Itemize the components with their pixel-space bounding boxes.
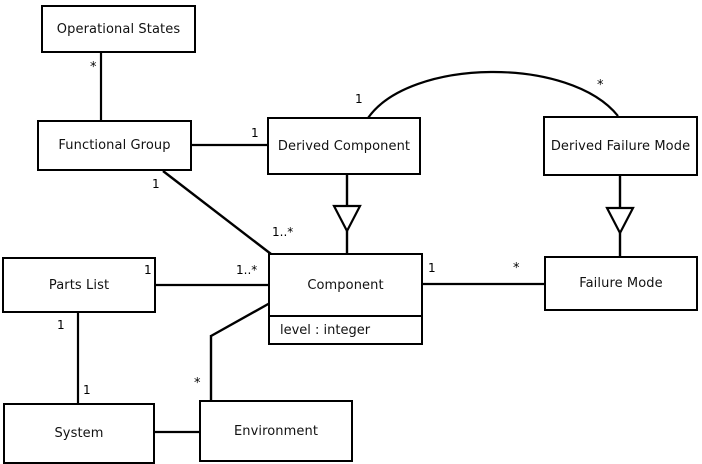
class-box-functional-group[interactable]: Functional Group [37,120,192,171]
class-box-system[interactable]: System [3,403,155,464]
multiplicity-environment-component-end: * [194,376,201,391]
class-box-derived-failure-mode[interactable]: Derived Failure Mode [543,116,698,176]
multiplicity-functional-group-component-end: 1 [152,177,160,191]
multiplicity-failure-mode-component-end: * [513,261,520,276]
class-box-parts-list[interactable]: Parts List [2,257,156,313]
class-name-failure-mode: Failure Mode [579,276,663,291]
association-environment-component-diagonal [210,301,271,338]
multiplicity-system-parts-list-end: 1 [83,383,91,397]
multiplicity-parts-list-component-end: 1 [144,263,152,277]
class-name-operational-states: Operational States [56,21,181,37]
multiplicity-component-parts-list-end: 1..* [236,263,258,277]
class-box-operational-states[interactable]: Operational States [41,5,196,53]
multiplicity-arc-derived-failure-mode-end: * [597,78,604,93]
class-name-component: Component [307,277,384,293]
multiplicity-component-functional-group-end: 1..* [272,225,294,239]
association-derived-component-derived-failure-mode-arc [367,70,619,119]
multiplicity-derived-component-assoc-end: 1 [251,126,259,140]
class-name-derived-component: Derived Component [277,138,411,154]
generalization-triangle-failure-mode [605,206,635,236]
class-name-environment: Environment [233,423,319,439]
association-functional-group-component [162,170,272,255]
class-name-parts-list: Parts List [48,277,110,293]
class-box-failure-mode[interactable]: Failure Mode [544,256,698,311]
multiplicity-component-failure-mode-end: 1 [428,261,436,275]
class-box-component[interactable]: Component level : integer [268,253,423,345]
multiplicity-operational-states-end: * [90,60,97,75]
class-name-derived-failure-mode: Derived Failure Mode [550,138,691,154]
multiplicity-arc-derived-component-end: 1 [355,92,363,106]
class-attribute-component-level: level : integer [270,315,421,343]
multiplicity-parts-list-system-end: 1 [57,318,65,332]
class-name-functional-group: Functional Group [58,138,171,153]
class-box-environment[interactable]: Environment [199,400,353,462]
generalization-triangle-component [332,204,362,234]
class-box-derived-component[interactable]: Derived Component [267,117,421,175]
class-name-system: System [54,426,104,441]
